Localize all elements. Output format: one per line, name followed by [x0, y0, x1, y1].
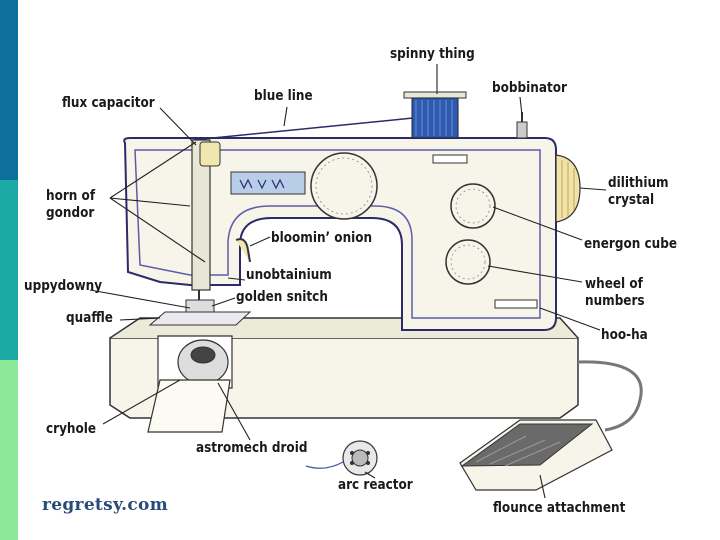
- energon-dial: [450, 183, 496, 229]
- handwheel: [555, 154, 581, 223]
- needle-column: [191, 139, 221, 312]
- label-dilithium-crystal: dilithium crystal: [608, 175, 669, 208]
- label-hoo-ha: hoo-ha: [601, 327, 648, 343]
- label-cryhole: cryhole: [46, 421, 97, 437]
- label-astromech-droid: astromech droid: [196, 440, 308, 456]
- thread-guide: [235, 238, 251, 263]
- leader-lines: [89, 64, 607, 499]
- label-arc-reactor: arc reactor: [338, 477, 413, 493]
- label-horn-of-gondor: horn of gondor: [46, 188, 96, 221]
- label-spinny-thing: spinny thing: [390, 46, 475, 62]
- label-bloomin-onion: bloomin’ onion: [271, 230, 373, 246]
- label-unobtainium: unobtainium: [246, 267, 332, 283]
- accent-stripe-middle: [0, 180, 18, 360]
- label-blue-line: blue line: [254, 88, 313, 104]
- stitch-display: [230, 171, 306, 195]
- number-dial: [445, 239, 491, 285]
- label-flux-capacitor: flux capacitor: [62, 95, 155, 111]
- thread-spool: [403, 91, 467, 139]
- top-switch: [432, 154, 468, 164]
- machine-body: [123, 117, 557, 331]
- label-energon-cube: energon cube: [584, 236, 677, 252]
- label-quaffle: quaffle: [66, 310, 113, 326]
- bobbin-case-area: [147, 335, 233, 433]
- label-wheel-of-numbers: wheel of numbers: [585, 276, 645, 309]
- label-uppydowny: uppydowny: [24, 278, 103, 294]
- credit-watermark: regretsy.com: [42, 495, 168, 515]
- loose-bobbin: [305, 440, 378, 476]
- label-golden-snitch: golden snitch: [236, 289, 328, 305]
- accent-stripe-bottom: [0, 360, 18, 540]
- hoo-ha-switch: [494, 299, 538, 309]
- bobbin-winder: [516, 112, 528, 139]
- label-bobbinator: bobbinator: [492, 80, 567, 96]
- foot-pedal: [459, 360, 643, 491]
- label-flounce-attachment: flounce attachment: [493, 500, 626, 516]
- stitch-dial: [310, 152, 378, 220]
- needle-plate: [148, 299, 252, 326]
- accent-stripe-top: [0, 0, 18, 180]
